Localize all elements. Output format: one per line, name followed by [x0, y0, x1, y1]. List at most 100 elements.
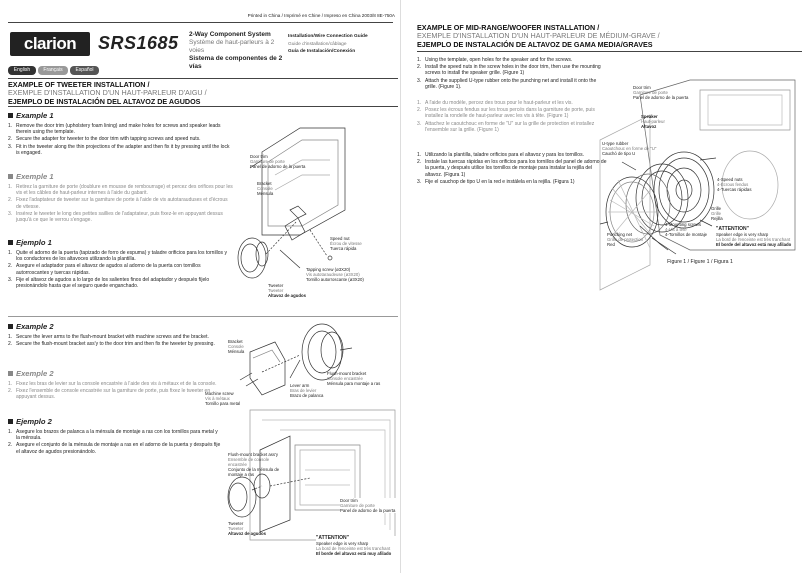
header-rule [8, 22, 393, 23]
step-item: 2.Fixez l'ensemble de console encastrée … [8, 388, 211, 401]
figure-caption: Figure 1 / Figure 1 / Figura 1 [667, 259, 733, 265]
woofer-fr-block: 1.A l'aide du modèle, percez des trous p… [417, 100, 607, 134]
step-item: 3.Fit in the tweeter along the thin proj… [8, 143, 230, 156]
woofer-fr-steps: 1.A l'aide du modèle, percez des trous p… [417, 100, 607, 133]
tweeter-heading-fr: EXEMPLE D'INSTALLATION D'UN HAUT-PARLEUR… [8, 88, 207, 98]
example2-en-steps: 1.Secure the lever arms to the flush-mou… [8, 334, 223, 347]
step-item: 1.Asegure los brazos de palanca a la mén… [8, 429, 218, 442]
step-item: 1.Utilizando la plantilla, taladre orifi… [417, 152, 584, 158]
woofer-heading-en: EXAMPLE OF MID-RANGE/WOOFER INSTALLATION… [417, 23, 600, 32]
step-item: 3.Attach the supplied U-type rubber onto… [417, 77, 597, 90]
step-item: 1.A l'aide du modèle, percez des trous p… [417, 100, 573, 106]
woofer-es-steps: 1.Utilizando la plantilla, taladre orifi… [417, 152, 607, 185]
example1-fr-steps: 1.Retirez la garniture de porte (doublur… [8, 184, 233, 223]
product-title-block: 2-Way Component System Système de haut-p… [189, 31, 289, 71]
woofer-heading-fr: EXEMPLE D'INSTALLATION D'UN HAUT-PARLEUR… [417, 31, 660, 41]
square-bullet-icon [8, 419, 13, 424]
square-bullet-icon [8, 324, 13, 329]
square-bullet-icon [8, 174, 13, 179]
printed-line: Printed in China / Imprimé en Chine / Im… [247, 13, 395, 18]
example1-es-steps: 1.Quite el adorno de la puerta (tapizado… [8, 250, 233, 289]
example2-en-title-text: Example 2 [16, 322, 54, 331]
square-bullet-icon [8, 113, 13, 118]
square-bullet-icon [8, 240, 13, 245]
step-item: 2.Secure the flush-mount bracket ass'y t… [8, 341, 215, 348]
tweeter-heading-en: EXAMPLE OF TWEETER INSTALLATION / [8, 80, 150, 89]
step-item: 2.Instale las tuercas rápidas en los ori… [417, 159, 607, 178]
tweeter-heading-underline [8, 106, 398, 107]
example2-en-title: Example 2 [8, 322, 223, 331]
attention-note-2: "ATTENTION" Speaker edge is very sharp L… [316, 536, 396, 556]
step-item: 3.Attachez le caoutchouc en forme de "U"… [417, 120, 595, 133]
woofer-en-block: 1.Using the template, open holes for the… [417, 57, 607, 91]
example1-fr-title: Exemple 1 [8, 172, 233, 181]
example1-en-title: Example 1 [8, 111, 233, 120]
example2-es-block: Ejemplo 2 1.Asegure los brazos de palanc… [8, 417, 223, 456]
brand-logo: clarion [10, 32, 90, 56]
example1-fr-title-text: Exemple 1 [16, 172, 54, 181]
example2-es-steps: 1.Asegure los brazos de palanca a la mén… [8, 429, 223, 455]
step-item: 2.Asegure el adaptador para el altavoz d… [8, 263, 201, 276]
tweeter-heading-es: EJEMPLO DE INSTALACIÓN DEL ALTAVOZ DE AG… [8, 96, 201, 106]
step-item: 3.Insérez le tweeter le long des petites… [8, 210, 223, 224]
step-item: 1.Secure the lever arms to the flush-mou… [8, 334, 209, 340]
step-item: 2.Asegure el conjunto de la ménsula de m… [8, 442, 221, 455]
product-title-es: Sistema de componentes de 2 vías [189, 55, 283, 70]
brand-logo-text: clarion [23, 34, 77, 53]
woofer-en-steps: 1.Using the template, open holes for the… [417, 57, 607, 90]
guide-title-fr: Guide d'installation/câblage [288, 41, 347, 47]
page-divider [400, 0, 401, 573]
step-item: 1.Fixez les bras de levier sur la consol… [8, 381, 217, 387]
example1-en-block: Example 1 1.Remove the door trim (uphols… [8, 111, 233, 157]
woofer-es-block: 1.Utilizando la plantilla, taladre orifi… [417, 152, 607, 186]
step-item: 2.Fixez l'adaptateur de tweeter sur la g… [8, 197, 228, 210]
step-item: 1.Remove the door trim (upholstery foam … [8, 123, 221, 136]
step-item: 3.Fije el altavoz de agudos a lo largo d… [8, 276, 210, 290]
example2-es-title: Ejemplo 2 [8, 417, 223, 426]
example2-fr-steps: 1.Fixez les bras de levier sur la consol… [8, 381, 223, 401]
tweeter-heading-block: EXAMPLE OF TWEETER INSTALLATION / EXEMPL… [8, 78, 398, 106]
step-item: 2.Posez les écrous fendus sur les trous … [417, 107, 595, 120]
product-title-fr: Système de haut-parleurs à 2 voies [189, 39, 275, 54]
step-item: 1.Using the template, open holes for the… [417, 57, 573, 63]
example1-en-title-text: Example 1 [16, 111, 54, 120]
example2-fr-block: Exemple 2 1.Fixez les bras de levier sur… [8, 369, 223, 402]
product-title-en: 2-Way Component System [189, 31, 271, 38]
step-item: 1.Retirez la garniture de porte (doublur… [8, 184, 233, 197]
example2-fr-title-text: Exemple 2 [16, 369, 54, 378]
guide-title-es: Guía de Instalación/Conexión [288, 49, 356, 54]
square-bullet-icon [8, 371, 13, 376]
example1-es-title-text: Ejemplo 1 [16, 238, 52, 247]
lang-tab-espanol: Español [70, 66, 99, 75]
step-item: 1.Quite el adorno de la puerta (tapizado… [8, 250, 227, 263]
model-number: SRS1685 [98, 33, 179, 53]
guide-title-en: Installation/Wire Connection Guide [288, 34, 368, 39]
step-item: 2.Secure the adapter for tweeter to the … [8, 136, 201, 143]
woofer-heading-es: EJEMPLO DE INSTALACIÓN DE ALTAVOZ DE GAM… [417, 39, 653, 49]
lang-tab-francais: Français [38, 66, 68, 75]
step-item: 3.Fije el cauchop de tipo U en la red e … [417, 178, 575, 185]
example2-fr-title: Exemple 2 [8, 369, 223, 378]
example1-en-steps: 1.Remove the door trim (upholstery foam … [8, 123, 233, 156]
label-tapping-screw-1: Tapping screw (ø3X20)Vis autotaraudeuse … [306, 267, 364, 282]
example1-es-block: Ejemplo 1 1.Quite el adorno de la puerta… [8, 238, 233, 290]
example2-en-block: Example 2 1.Secure the lever arms to the… [8, 322, 223, 348]
example1-fr-block: Exemple 1 1.Retirez la garniture de port… [8, 172, 233, 224]
